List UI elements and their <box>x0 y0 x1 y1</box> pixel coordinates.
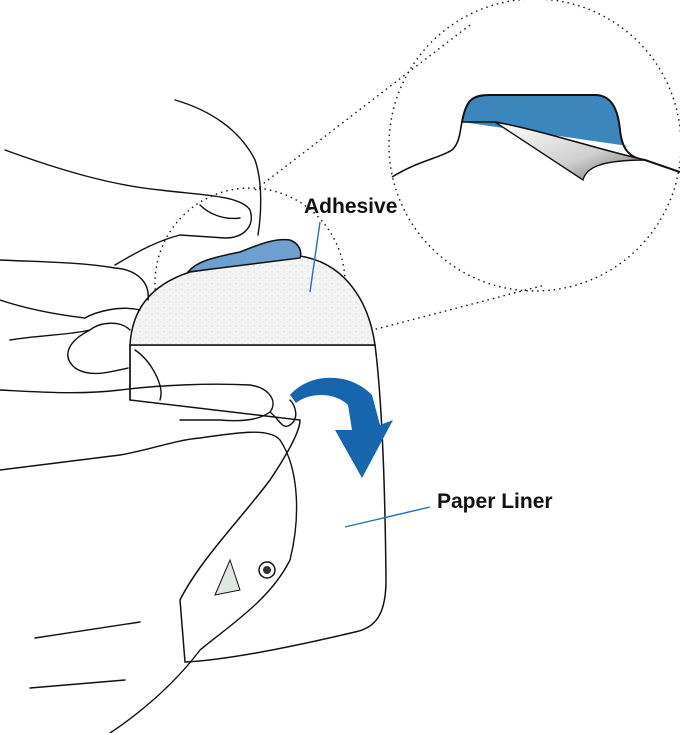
connector-line <box>364 284 546 333</box>
inset-adhesive-tab <box>462 95 628 147</box>
inset-outline <box>461 94 680 173</box>
inset-peel-corner <box>494 121 646 182</box>
connector-line <box>254 24 471 191</box>
peel-direction-arrow <box>290 377 393 478</box>
adhesive-pad <box>129 255 376 346</box>
inset-detail <box>391 94 680 182</box>
paper-liner-label: Paper Liner <box>437 490 553 513</box>
paper-liner-leader-line <box>344 506 431 528</box>
finger-top <box>4 149 252 266</box>
device <box>129 238 387 663</box>
device-clip <box>214 558 241 596</box>
thumb-top <box>174 99 262 236</box>
adhesive-tab <box>186 238 302 273</box>
hands <box>0 99 298 733</box>
paper-liner <box>129 344 387 663</box>
adhesive-label: Adhesive <box>304 195 398 218</box>
adhesive-leader-line <box>309 221 321 293</box>
